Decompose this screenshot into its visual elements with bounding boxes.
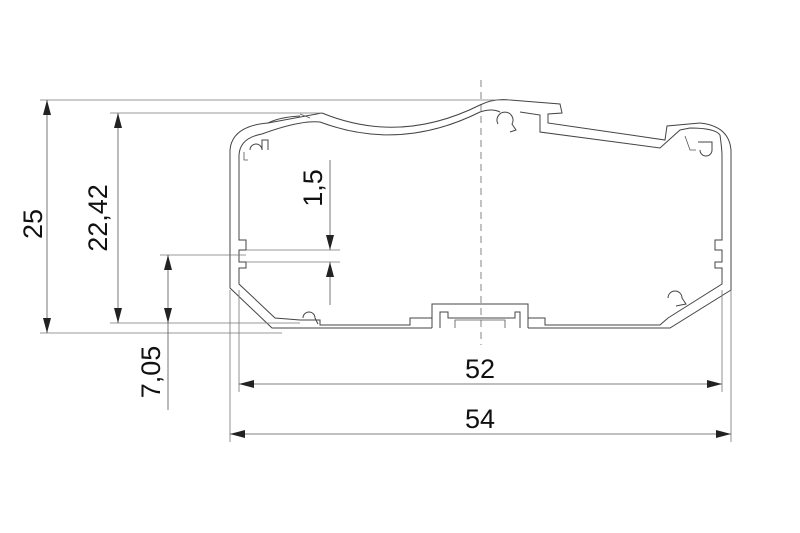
arrow-down — [114, 308, 122, 323]
arrow-left — [230, 430, 245, 438]
profile-outline — [229, 99, 732, 329]
arrow-down — [43, 318, 51, 333]
dimension-54 — [230, 430, 731, 438]
dimension-1-5 — [326, 160, 334, 305]
dimension-52 — [239, 380, 722, 388]
label-wall-thickness: 1,5 — [298, 169, 328, 207]
dimension-7-05 — [164, 255, 172, 410]
arrow-right — [716, 430, 731, 438]
arrow-up — [164, 255, 172, 270]
dimension-25 — [43, 100, 51, 333]
arrow-up — [326, 262, 334, 277]
extension-lines — [40, 99, 732, 442]
dimension-22-42 — [114, 113, 122, 323]
arrow-right — [707, 380, 722, 388]
profile-inner-outline — [238, 109, 723, 328]
arrow-up — [114, 113, 122, 128]
label-inner-width: 52 — [465, 354, 495, 384]
screw-channels — [243, 111, 713, 325]
arrow-up — [43, 100, 51, 115]
arrow-down — [164, 308, 172, 323]
arrow-left — [239, 380, 254, 388]
arrow-down — [326, 235, 334, 250]
label-inner-height: 22,42 — [83, 184, 113, 252]
label-overall-height: 25 — [18, 209, 48, 239]
label-rail-height: 7,05 — [136, 346, 166, 399]
label-outer-width: 54 — [465, 404, 495, 434]
